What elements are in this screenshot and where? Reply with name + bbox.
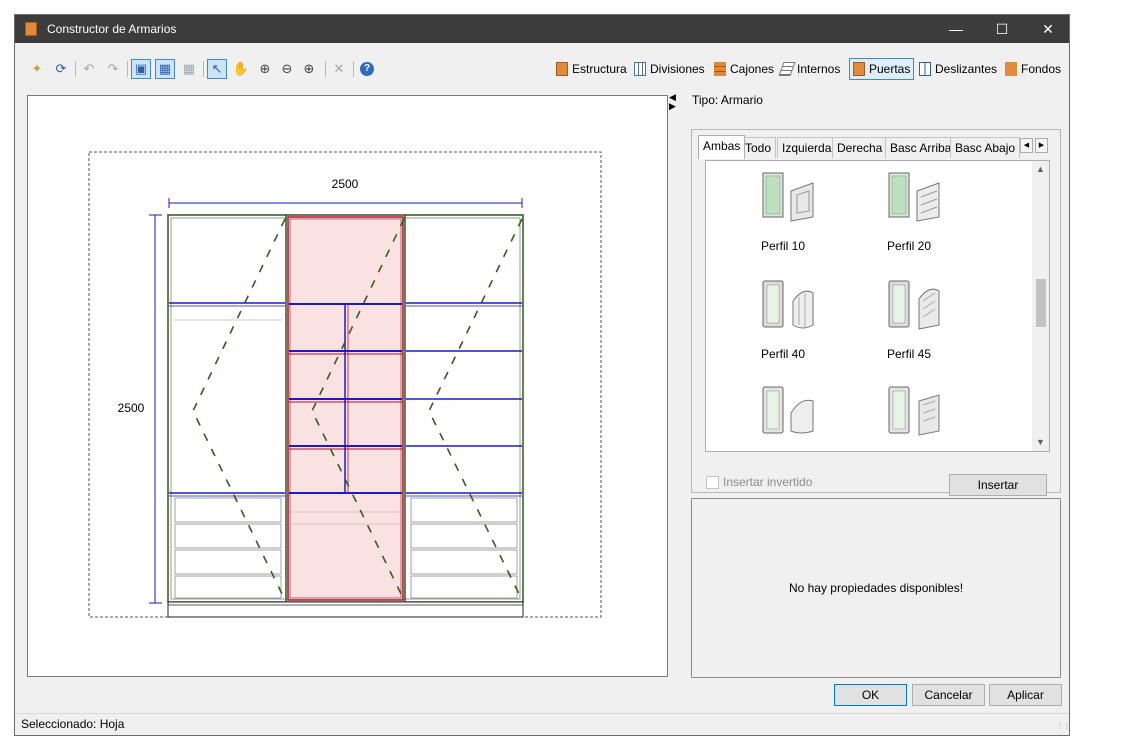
app-icon [25,22,37,36]
undo-icon[interactable]: ↶ [83,61,95,76]
tab-scroll-left-icon[interactable]: ◀ [1020,138,1033,153]
tab-scroll-right-icon[interactable]: ▶ [1035,138,1048,153]
new-icon[interactable]: ✦ [31,61,43,76]
door-swing-left [192,218,286,601]
structure-icon [556,62,568,76]
help-icon[interactable]: ? [357,59,377,79]
tab-internos[interactable]: Internos [777,58,844,80]
no-properties-message: No hay propiedades disponibles! [788,581,964,595]
close-button[interactable]: ✕ [1042,21,1054,37]
door-profile-icon [888,172,940,222]
height-dimension-label: 2500 [118,401,145,415]
door-icon [853,62,865,76]
toolbar-separator [75,61,76,77]
title-bar: Constructor de Armarios — ☐ ✕ [15,15,1069,43]
builder-window: Constructor de Armarios — ☐ ✕ ✦ ⟳ ↶ ↷ ▣ … [14,14,1071,736]
tab-todo[interactable]: Todo [740,137,777,158]
type-label: Tipo: Armario [692,93,763,107]
toolbar-separator [127,61,128,77]
cancel-button[interactable]: Cancelar [912,684,985,706]
zoom-out-icon[interactable]: ⊖ [281,61,293,76]
maximize-button[interactable]: ☐ [995,21,1009,37]
tab-basc-abajo[interactable]: Basc Abajo [950,137,1021,158]
back-panel-icon [1005,62,1017,76]
toolbar-separator [353,61,354,77]
grid-icon [634,62,646,76]
scroll-down-icon[interactable]: ▼ [1036,437,1045,447]
tab-cajones[interactable]: Cajones [710,58,778,80]
width-dimension-label: 2500 [332,177,359,191]
door-swing-right [428,218,523,601]
tab-izquierda[interactable]: Izquierda [777,137,837,158]
refresh-icon[interactable]: ⟳ [55,61,67,76]
profile-item[interactable]: Perfil 45 [859,273,959,373]
redo-icon[interactable]: ↷ [107,61,119,76]
resize-grip-icon[interactable]: ⋮⋮ [1056,721,1071,730]
toolbar-separator [203,61,204,77]
window-title: Constructor de Armarios [47,22,177,36]
grid-view-icon[interactable]: ▦ [182,61,196,76]
tab-puertas[interactable]: Puertas [849,58,915,80]
profile-item[interactable] [859,379,959,453]
door-view-icon[interactable]: ▣ [131,59,151,79]
insert-inverted-label: Insertar invertido [723,475,813,489]
tab-basc-arriba[interactable]: Basc Arriba [885,137,957,158]
insert-inverted-checkbox[interactable]: Insertar invertido [706,475,812,489]
minimize-button[interactable]: — [949,21,963,37]
door-profile-icon [762,172,814,222]
pointer-icon[interactable]: ↖ [207,59,227,79]
door-profile-icon [762,386,814,434]
delete-icon[interactable]: ✕ [333,61,345,76]
profile-item[interactable]: Perfil 20 [859,165,959,265]
tab-divisiones[interactable]: Divisiones [630,58,709,80]
drawers-icon [714,62,726,76]
collapse-panel-icon[interactable]: ◀▶ [669,92,676,111]
apply-button[interactable]: Aplicar [989,684,1062,706]
properties-panel: No hay propiedades disponibles! [691,498,1061,678]
insert-button[interactable]: Insertar [949,474,1047,496]
door-swing-center [311,218,405,601]
zoom-in-icon[interactable]: ⊕ [303,61,315,76]
toolbar: ✦ ⟳ ↶ ↷ ▣ ▦ ▦ ↖ ✋ ⊕ ⊖ ⊕ ✕ ? Estructura D… [15,55,1069,85]
door-profile-panel: Todo Izquierda Derecha Basc Arriba Basc … [691,129,1061,496]
tab-ambas[interactable]: Ambas [698,135,746,159]
frame-view-icon[interactable]: ▦ [155,59,175,79]
toolbar-separator [325,61,326,77]
plinth [167,601,524,618]
tab-deslizantes[interactable]: Deslizantes [915,58,1001,80]
scroll-up-icon[interactable]: ▲ [1036,164,1045,174]
sliding-door-icon [919,62,931,76]
door-profile-icon [888,280,940,330]
tab-estructura[interactable]: Estructura [552,58,631,80]
door-profile-icon [762,280,814,329]
door-profile-icon [888,386,940,436]
drawing-canvas[interactable]: 2500 2500 [27,95,668,677]
profile-item[interactable]: Perfil 40 [733,273,833,373]
profile-tabs: Todo Izquierda Derecha Basc Arriba Basc … [698,135,1054,159]
scroll-thumb[interactable] [1036,279,1046,327]
checkbox-box[interactable] [706,475,719,489]
profile-item[interactable]: Perfil 10 [733,165,833,265]
ok-button[interactable]: OK [834,684,907,706]
profile-list-scrollbar[interactable]: ▲ ▼ [1032,161,1049,451]
pan-hand-icon[interactable]: ✋ [232,61,250,76]
profile-item[interactable] [733,379,833,453]
internals-icon [778,62,796,76]
zoom-extent-icon[interactable]: ⊕ [259,61,271,76]
wardrobe-drawing: 2500 2500 [88,151,602,618]
status-text: Seleccionado: Hoja [21,717,125,731]
profile-list: Perfil 10 Perfil 20 Perfil 40 [705,160,1050,452]
status-bar: Seleccionado: Hoja ⋮⋮ [15,713,1071,735]
tab-fondos[interactable]: Fondos [1001,58,1065,80]
tab-derecha[interactable]: Derecha [832,137,888,158]
